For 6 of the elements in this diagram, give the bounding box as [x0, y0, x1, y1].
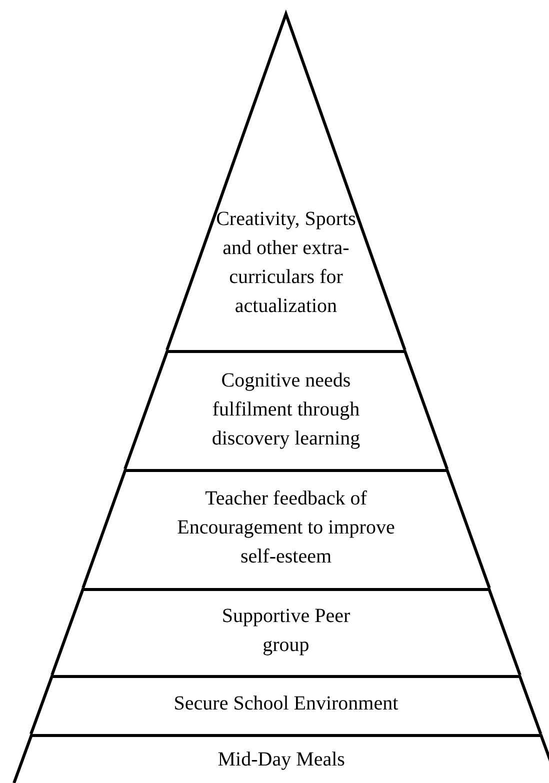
tier-label: Creativity, Sports and other extra-curriculars for actualization: [215, 207, 357, 319]
tier-label: Teacher feedback of Encouragement to improve self-esteem: [176, 486, 396, 570]
tier-label: Mid-Day Meals: [218, 748, 345, 772]
tier-label: Secure School Environment: [174, 692, 398, 716]
tier-label: Supportive Peer group: [220, 604, 351, 658]
tier-label: Cognitive needs fulfilment through discovery learning: [210, 368, 362, 452]
